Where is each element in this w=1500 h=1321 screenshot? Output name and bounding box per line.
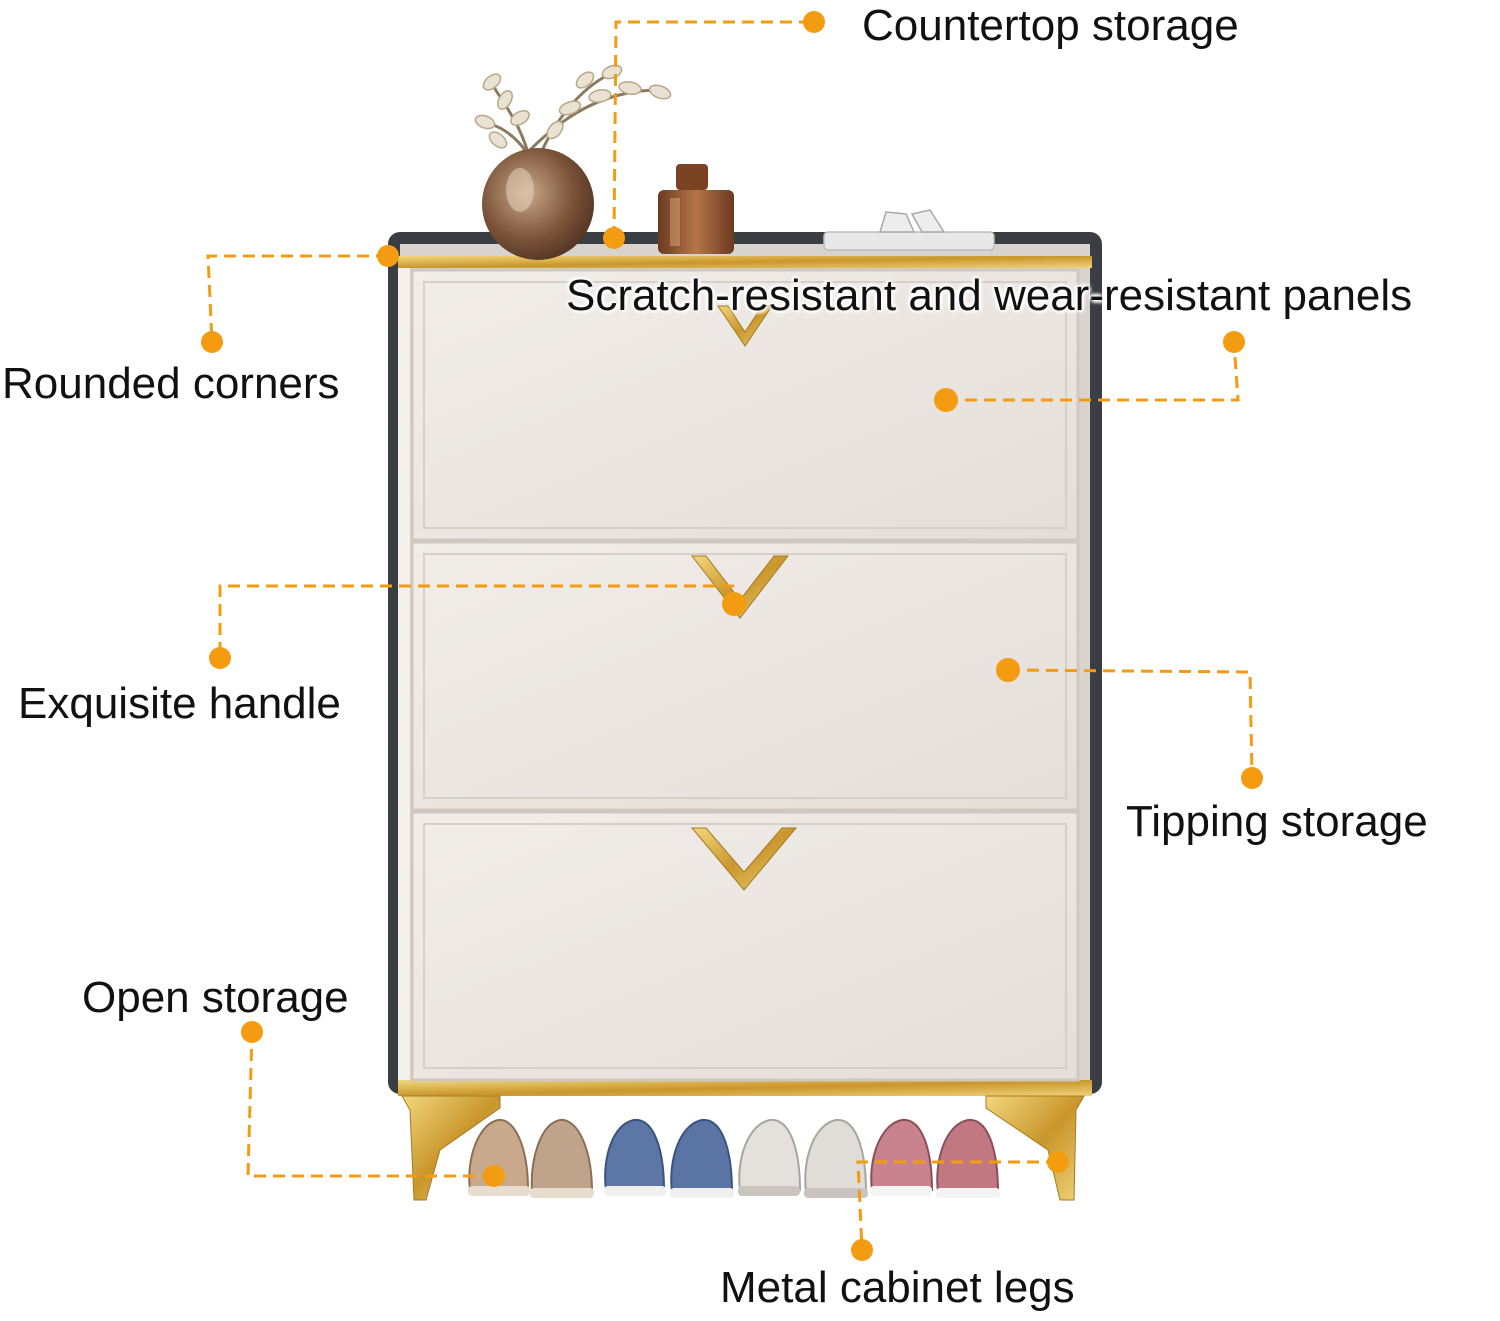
drawer-panel-2 [410,540,1080,812]
legs-dot-end [851,1239,873,1261]
scratch-resistant-panels-label: Scratch-resistant and wear-resistant pan… [566,271,1413,320]
shoe-pair-blue [604,1118,734,1198]
panels-dot-start [934,388,958,412]
countertop-dot-start [603,227,625,249]
corners-dot-end [201,331,223,353]
tipping-leader-line [1007,668,1254,779]
open-storage-leader-line [246,1031,494,1178]
bottle [658,164,734,254]
countertop-leader-line [612,20,814,239]
metal-cabinet-legs-label: Metal cabinet legs [720,1263,1075,1312]
open-storage-dot-start [483,1165,505,1187]
panels-dot-end [1223,331,1245,353]
bottom-gold-trim [398,1080,1092,1096]
shoe-pair-pink [870,1118,1000,1198]
shoe-pair-tan [468,1118,594,1198]
shoe-pair-white [738,1118,868,1198]
open-storage-dot-end [241,1021,263,1043]
top-gold-trim [398,256,1092,268]
corners-leader-line [206,254,388,343]
rounded-corners-label: Rounded corners [2,359,340,408]
vase-with-branches [474,64,672,260]
shoes [468,1118,1000,1198]
drawer-panel-1 [410,268,1080,542]
tipping-storage-label: Tipping storage [1126,797,1428,846]
corners-dot-start [377,245,399,267]
callout-dots [201,11,1263,1261]
panels-leader-line [946,341,1240,402]
countertop-storage-label: Countertop storage [862,1,1239,50]
legs-leader-line [856,1160,1058,1251]
cabinet [388,232,1102,1201]
countertop-dot-end [803,11,825,33]
handle-dot-end [209,647,231,669]
callout-lines [206,20,1254,1251]
tipping-dot-end [1241,767,1263,789]
decorative-sculpture [823,209,995,251]
drawer-panel-3 [410,810,1080,1082]
legs-dot-start [1047,1151,1069,1173]
handle-dot-start [722,592,746,616]
handle-leader-line [218,584,734,658]
open-storage-label: Open storage [82,973,349,1022]
tipping-dot-start [996,658,1020,682]
v-handle-1 [717,305,773,347]
right-leg [985,1095,1085,1201]
left-side-panel [398,268,410,1080]
exquisite-handle-label: Exquisite handle [18,679,341,728]
v-handle-3 [690,827,798,891]
